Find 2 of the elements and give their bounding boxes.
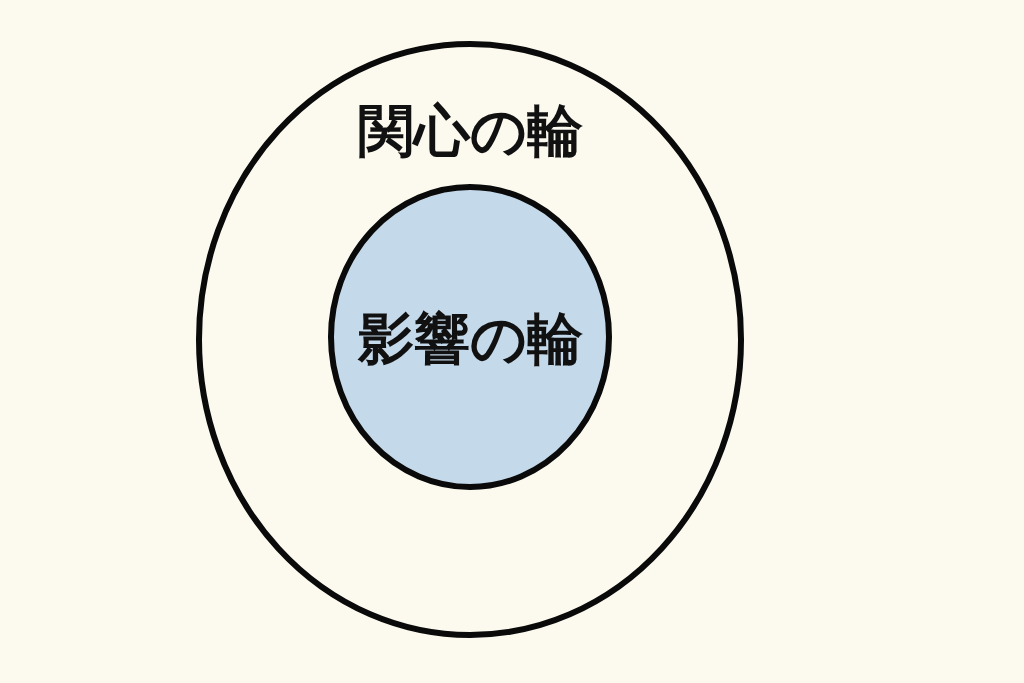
ring-label: 影響の輪 (357, 311, 583, 367)
ring-label: 関心の輪 (357, 103, 583, 159)
